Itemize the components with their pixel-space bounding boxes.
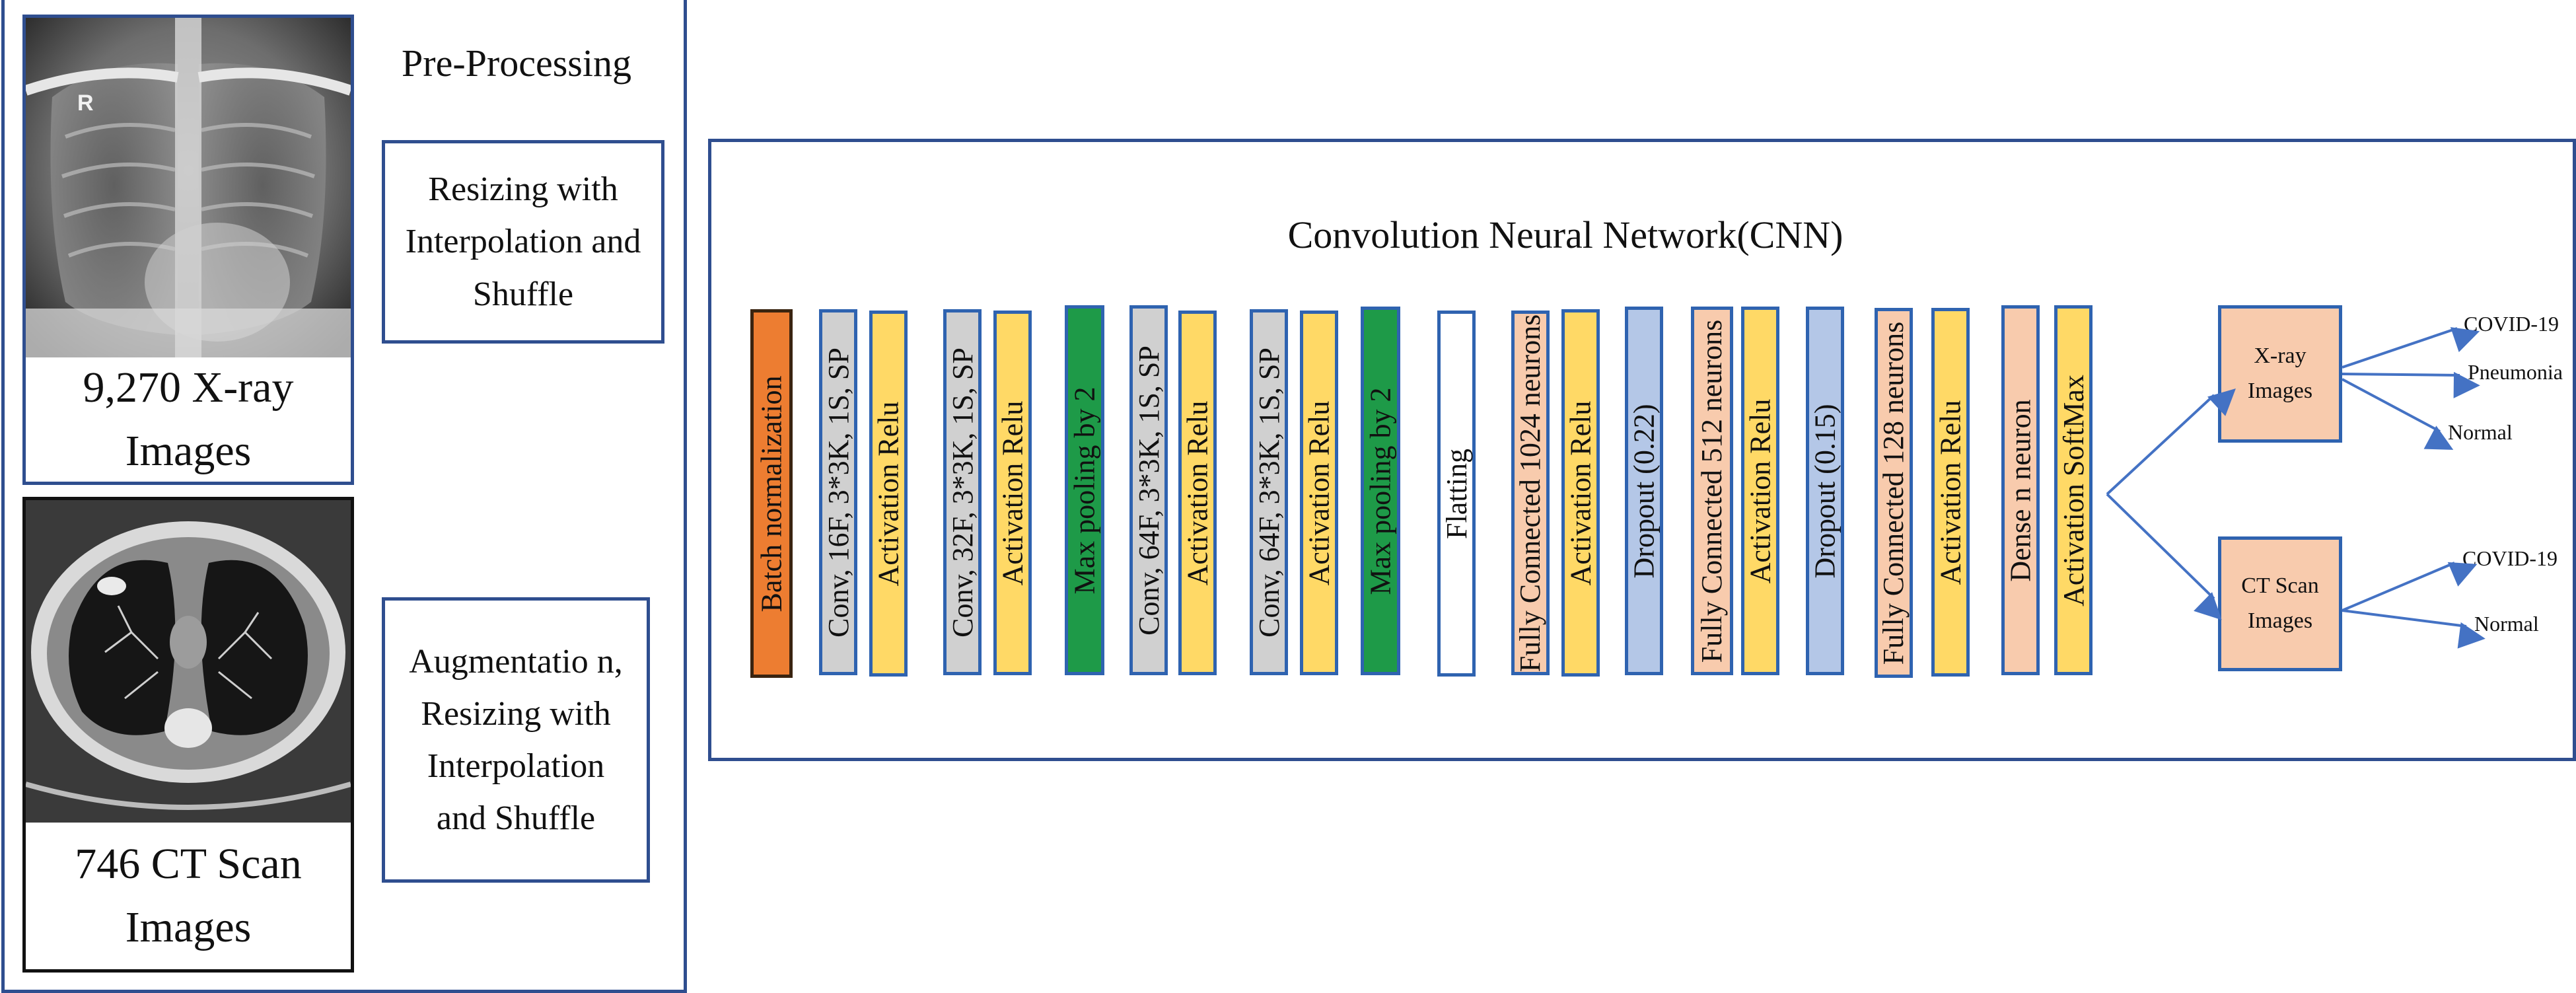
cnn-layer-3: Activation Relu [869,311,908,677]
cnn-title: Convolution Neural Network(CNN) [1287,213,1843,256]
cnn-layer-21: Dense n neuron [2001,305,2040,675]
cnn-layer-22: Activation SoftMax [2054,305,2093,675]
svg-text:R: R [77,91,94,116]
ct-image [26,500,351,823]
xray-class-normal: Normal [2448,420,2513,444]
cnn-layer-18: Dropout (0.15) [1806,307,1844,675]
ct-class-covid: COVID-19 [2462,546,2558,570]
cnn-layer-11: Max pooling by 2 [1361,307,1400,675]
xray-output-box: X-ray Images [2218,305,2342,443]
cnn-layer-6: Max pooling by 2 [1065,305,1104,675]
cnn-layer-14: Activation Relu [1561,309,1600,677]
xray-sample-card: R 9,270 X-ray Images [22,15,354,485]
arrow-to-xray-output [2106,388,2236,496]
ct-preprocessing-step: Augmentatio n, Resizing with Interpolati… [382,597,650,883]
cnn-layer-5: Activation Relu [993,311,1032,675]
arrow-xray-pneumonia [2342,371,2480,398]
xray-preprocessing-step: Resizing with Interpolation and Shuffle [382,140,664,344]
cnn-layer-1: Batch normalization [750,309,793,678]
cnn-layer-12: Flatting [1437,311,1476,677]
ct-caption: 746 CT Scan Images [26,823,351,969]
cnn-layer-19: Fully Connected 128 neurons [1875,308,1913,678]
cnn-layer-8: Activation Relu [1178,311,1217,675]
cnn-panel [708,139,2576,761]
arrow-xray-normal [2342,378,2454,450]
preprocessing-title: Pre-Processing [402,41,631,85]
cnn-layer-16: Fully Connected 512 neurons [1691,307,1733,675]
xray-class-pneumonia: Pneumonia [2468,360,2563,384]
arrow-to-ct-output [2106,493,2222,620]
cnn-layer-17: Activation Relu [1741,307,1779,675]
cnn-layer-4: Conv, 32F, 3*3K, 1S, SP [943,309,982,675]
cnn-layer-20: Activation Relu [1931,308,1970,677]
cnn-layer-9: Conv, 64F, 3*3K, 1S, SP [1250,309,1288,675]
ct-output-box: CT Scan Images [2218,536,2342,671]
cnn-layer-13: Fully Connected 1024 neurons [1511,311,1550,675]
xray-image: R [26,18,351,357]
arrow-ct-covid [2342,562,2478,612]
arrow-xray-covid [2342,327,2480,369]
ct-sample-card: 746 CT Scan Images [22,497,354,973]
cnn-layer-15: Dropout (0.22) [1625,307,1663,675]
cnn-layer-7: Conv, 64F, 3*3K, 1S, SP [1129,305,1168,675]
arrow-ct-normal [2342,609,2486,649]
preprocessing-panel [1,0,687,993]
cnn-layer-10: Activation Relu [1300,311,1338,675]
xray-caption: 9,270 X-ray Images [26,357,351,482]
cnn-layer-2: Conv, 16F, 3*3K, 1S, SP [819,309,857,675]
